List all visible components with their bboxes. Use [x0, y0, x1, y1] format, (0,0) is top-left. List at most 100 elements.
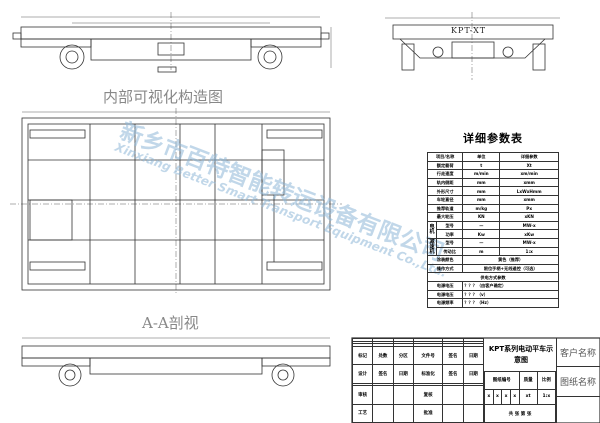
recheck-label: 复核	[412, 385, 444, 405]
scale-value: 1:x	[536, 388, 557, 406]
mark: x	[509, 388, 520, 406]
drawing-number-label: 图纸编号	[484, 371, 520, 390]
section-view	[21, 337, 331, 387]
plan-view	[10, 108, 342, 295]
param-cell: 电源电压	[426, 289, 464, 300]
title-block-cell: 标准化	[412, 364, 444, 384]
param-cell: ？？？（Hz）	[462, 298, 559, 308]
param-cell: —	[462, 237, 501, 248]
param-cell: 涂装颜色	[426, 255, 464, 265]
param-cell: 电机	[427, 220, 437, 239]
param-cell: Px	[499, 203, 559, 214]
param-cell: Xt	[499, 160, 559, 171]
title-block-cell: 日期	[462, 364, 485, 384]
param-cell: 车轮直径	[426, 194, 464, 205]
internal-view-label: 内部可视化构造图	[103, 88, 224, 106]
param-cell: 限位手柄+无线遥控（可选）	[462, 263, 559, 274]
title-block-cell: 设计	[351, 364, 374, 384]
param-cell: 行走速度	[426, 169, 464, 179]
title-block-cell: 签名	[372, 364, 394, 384]
param-cell: 功率	[435, 229, 464, 239]
param-cell: mm	[462, 177, 501, 188]
sheets: 共 张 第 张	[484, 404, 556, 423]
param-row: 电机型号—MW-x	[427, 220, 559, 239]
end-view	[385, 12, 560, 80]
param-cell: 型号	[435, 237, 464, 248]
mark: x	[492, 388, 503, 406]
param-cell: 额定载荷	[426, 160, 464, 171]
param-cell: 最大轮压	[426, 212, 464, 222]
customer-name: 客户名称	[559, 349, 596, 359]
param-cell: m/min	[462, 169, 501, 179]
param-cell: Kw	[462, 229, 501, 239]
param-cell: xKw	[499, 229, 559, 239]
param-cell: 传动比	[435, 246, 464, 257]
param-row: 电源电压？？？（由客户确定）	[426, 280, 559, 291]
param-cell: 1:x	[499, 246, 559, 257]
side-view-top	[12, 12, 332, 73]
param-cell: MW-x	[499, 220, 559, 231]
param-cell: mm	[462, 194, 501, 205]
param-cell: t	[462, 160, 501, 171]
param-cell: xmm	[499, 194, 559, 205]
title-block-cell: 分区	[392, 345, 414, 366]
param-cell: m	[462, 246, 501, 257]
section-label: A-A剖视	[142, 314, 199, 332]
param-cell: xKN	[499, 212, 559, 222]
title-block-cell: 文件号	[412, 345, 444, 366]
param-row: 电源频率？？？（Hz）	[426, 298, 559, 308]
param-cell: 轨内侧距	[426, 177, 464, 188]
param-cell: 型号	[435, 220, 464, 231]
param-cell: 操作方式	[426, 263, 464, 274]
param-row: 电源电压？？？（v）	[426, 289, 559, 300]
param-cell: —	[462, 220, 501, 231]
header-value: 详细参数	[499, 152, 559, 162]
header-item: 项目/名称	[426, 152, 464, 162]
weight-label: 质量	[518, 371, 538, 390]
mark: x	[501, 388, 511, 406]
title-block-cell: 标记	[351, 345, 374, 366]
title-block: 标记处数分区文件号签名日期设计签名日期标准化签名日期 审核复核 工艺批准 KPT…	[351, 338, 600, 423]
param-cell: 推荐轨道	[426, 203, 464, 214]
param-row: 供电方式参数	[427, 272, 559, 282]
param-cell: 黄色（推荐）	[462, 255, 559, 265]
param-cell: mm	[462, 186, 501, 196]
param-cell: LxWxHmm	[499, 186, 559, 196]
param-cell: ？？？（v）	[462, 289, 559, 300]
param-cell: MW-x	[499, 237, 559, 248]
mark: x	[484, 388, 494, 406]
param-cell: KN	[462, 212, 501, 222]
parameter-table-title: 详细参数表	[463, 132, 523, 145]
drawing-name: 图纸名称	[559, 378, 596, 388]
param-cell: 供电方式参数	[427, 272, 559, 282]
param-cell: 电源电压	[426, 280, 464, 291]
header-unit: 单位	[462, 152, 501, 162]
param-cell: ？？？（由客户确定）	[462, 280, 559, 291]
title-block-cell: 签名	[442, 345, 464, 366]
title-block-cell: 日期	[392, 364, 414, 384]
param-row: 操作方式限位手柄+无线遥控（可选）	[426, 263, 559, 274]
param-cell: xmm	[499, 177, 559, 188]
param-row: 减速机型号—MW-x	[427, 237, 559, 257]
approve-label: 批准	[412, 403, 444, 423]
param-cell: m/kg	[462, 203, 501, 214]
title-block-cell: 签名	[442, 364, 464, 384]
param-row: 涂装颜色黄色（推荐）	[426, 255, 559, 265]
title-block-cell: 日期	[462, 345, 485, 366]
scale-label: 比例	[536, 371, 557, 390]
weight-value: xt	[518, 388, 538, 406]
drawing-title: KPT系列电动平车示意图	[488, 345, 554, 364]
title-block-cell: 处数	[372, 345, 394, 366]
